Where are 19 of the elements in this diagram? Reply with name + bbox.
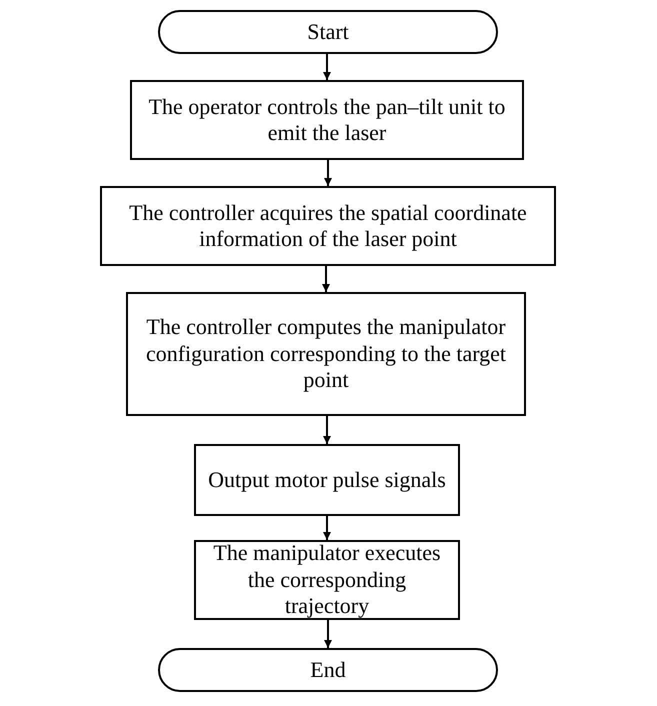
arrow — [322, 266, 330, 292]
terminal-shape — [158, 648, 498, 692]
process-box — [100, 186, 556, 266]
node-text: The manipulator executes the corresponding trajectory — [212, 540, 442, 620]
arrow — [323, 416, 331, 444]
process-box — [126, 292, 526, 416]
node-text: The controller computes the manipulator configuration corresponding to the target point — [144, 314, 508, 394]
node-text: The controller acquires the spatial coordinate information of the laser point — [128, 200, 528, 252]
arrow — [324, 160, 332, 186]
process-box — [194, 444, 460, 516]
node-text: The operator controls the pan–tilt unit to emit the laser — [148, 94, 506, 146]
node-text: Output motor pulse signals — [208, 466, 446, 494]
arrow — [324, 620, 332, 648]
arrow — [323, 516, 331, 540]
node-text: End — [310, 656, 346, 684]
arrow — [323, 54, 331, 80]
process-box — [130, 80, 524, 160]
node-text: Start — [307, 18, 349, 46]
terminal-shape — [158, 10, 498, 54]
